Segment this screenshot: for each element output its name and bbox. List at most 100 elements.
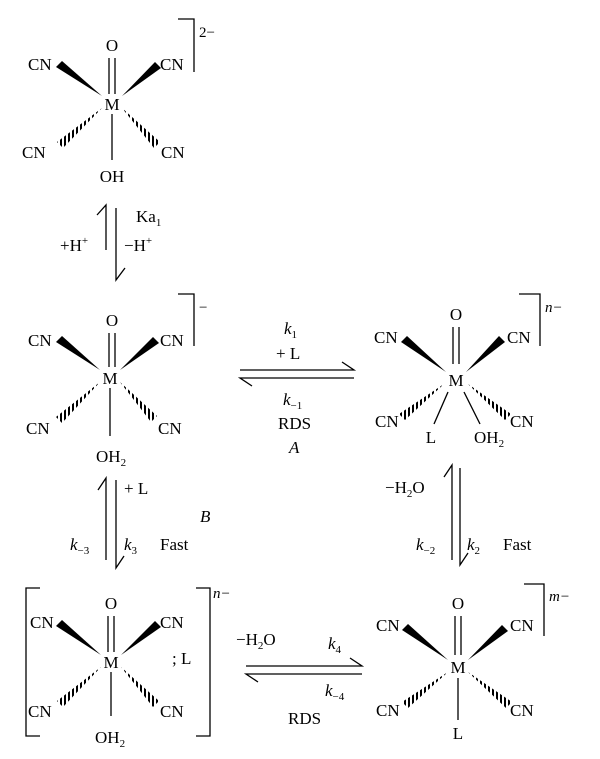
charge-bracket xyxy=(178,293,195,346)
hashed-bond xyxy=(56,382,100,423)
aqua-label: OH2 xyxy=(95,728,125,750)
wedge-bond xyxy=(466,336,505,372)
equilibrium-arrow-ka1: Ka1 +H+ −H+ xyxy=(60,203,161,282)
ligand-cn: CN xyxy=(160,55,184,74)
k-minus4-label: k−4 xyxy=(325,681,345,703)
k-minus2-label: k−2 xyxy=(416,535,435,557)
aqua-label: OH2 xyxy=(96,447,126,469)
ligand-cn: CN xyxy=(28,331,52,350)
wedge-bond xyxy=(120,337,159,370)
ligand-cn: CN xyxy=(160,702,184,721)
k2-label: k2 xyxy=(467,535,480,557)
charge-label: n− xyxy=(545,300,563,316)
hashed-bond xyxy=(57,667,101,707)
rds-label: RDS xyxy=(288,709,321,728)
wedge-bond xyxy=(402,624,448,660)
ligand-cn: CN xyxy=(507,328,531,347)
oxo-label: O xyxy=(106,311,118,330)
ligand-cn: CN xyxy=(161,143,185,162)
minus-water-label: −H2O xyxy=(236,630,276,652)
ligand-cn: CN xyxy=(22,143,46,162)
plus-h-label: +H+ xyxy=(60,235,88,255)
complex-seven-coordinate: O M CN CN CN CN L OH2 n− xyxy=(374,293,563,450)
complex-product: O M CN CN CN CN L m− xyxy=(376,583,570,743)
hashed-bond xyxy=(399,384,444,420)
ligand-cn: CN xyxy=(510,412,534,431)
plus-l-label: + L xyxy=(124,479,148,498)
complex-aqua: O M CN CN CN CN OH2 − xyxy=(26,293,207,469)
hashed-bond xyxy=(402,672,448,708)
wedge-bond xyxy=(122,62,161,96)
hashed-bond xyxy=(120,382,157,422)
ligand-cn: CN xyxy=(30,613,54,632)
minus-h-label: −H+ xyxy=(124,235,152,255)
fast-label: Fast xyxy=(503,535,532,554)
wedge-bond xyxy=(56,336,100,370)
right-bracket xyxy=(196,587,211,737)
rds-label: RDS xyxy=(278,414,311,433)
aqua-label: OH2 xyxy=(474,428,504,450)
charge-label: m− xyxy=(549,589,570,605)
ligand-l: L xyxy=(453,724,463,743)
complex-outer-sphere: O M CN CN CN CN OH2 ; L n− xyxy=(25,586,231,750)
ligand-cn: CN xyxy=(510,616,534,635)
hashed-bond xyxy=(468,672,512,708)
path-b-label: B xyxy=(200,507,211,526)
ligand-cn: CN xyxy=(28,55,52,74)
charge-label: 2− xyxy=(199,25,215,41)
metal-label: M xyxy=(448,371,463,390)
metal-label: M xyxy=(103,653,118,672)
left-bracket xyxy=(25,587,40,737)
charge-label: − xyxy=(199,300,207,316)
equilibrium-arrow-right: −H2O k−2 k2 Fast xyxy=(385,462,532,568)
oxo-label: O xyxy=(452,594,464,613)
plus-l-label: + L xyxy=(276,344,300,363)
charge-bracket xyxy=(178,18,195,72)
charge-bracket xyxy=(519,293,541,346)
fast-label: Fast xyxy=(160,535,189,554)
ligand-cn: CN xyxy=(160,613,184,632)
hashed-bond xyxy=(121,667,159,707)
wedge-bond xyxy=(468,625,508,660)
metal-label: M xyxy=(104,95,119,114)
ligand-cn: CN xyxy=(510,701,534,720)
hydroxo-label: OH xyxy=(100,167,125,186)
k3-label: k3 xyxy=(124,535,138,557)
wedge-bond xyxy=(121,621,161,655)
ligand-cn: CN xyxy=(376,701,400,720)
k-minus3-label: k−3 xyxy=(70,535,90,557)
wedge-bond xyxy=(56,61,102,96)
hashed-bond xyxy=(468,384,511,420)
k4-label: k4 xyxy=(328,634,342,656)
outer-ligand-label: ; L xyxy=(172,649,191,668)
equilibrium-arrow-bottom: −H2O k4 k−4 RDS xyxy=(236,630,365,728)
ligand-cn: CN xyxy=(28,702,52,721)
ligand-cn: CN xyxy=(160,331,184,350)
k-minus1-label: k−1 xyxy=(283,390,302,412)
path-a-label: A xyxy=(288,438,300,457)
ligand-cn: CN xyxy=(376,616,400,635)
ligand-cn: CN xyxy=(374,328,398,347)
equilibrium-arrow-path-b: + L B k−3 k3 Fast xyxy=(70,475,211,571)
metal-label: M xyxy=(450,658,465,677)
wedge-bond xyxy=(56,620,101,655)
hashed-bond xyxy=(122,108,160,148)
complex-hydroxo: O M CN CN CN CN OH 2− xyxy=(22,18,215,186)
k1-label: k1 xyxy=(284,319,297,341)
equilibrium-arrow-path-a: k1 + L k−1 RDS A xyxy=(237,319,357,457)
charge-bracket xyxy=(524,583,545,636)
charge-label: n− xyxy=(213,586,231,602)
metal-label: M xyxy=(102,369,117,388)
ligand-l: L xyxy=(426,428,436,447)
oxo-label: O xyxy=(106,36,118,55)
ka1-label: Ka1 xyxy=(136,207,161,229)
oxo-label: O xyxy=(105,594,117,613)
minus-water-label: −H2O xyxy=(385,478,425,500)
ligand-cn: CN xyxy=(26,419,50,438)
oxo-label: O xyxy=(450,305,462,324)
wedge-bond xyxy=(401,336,446,372)
hashed-bond xyxy=(57,108,102,148)
ligand-cn: CN xyxy=(375,412,399,431)
ligand-cn: CN xyxy=(158,419,182,438)
